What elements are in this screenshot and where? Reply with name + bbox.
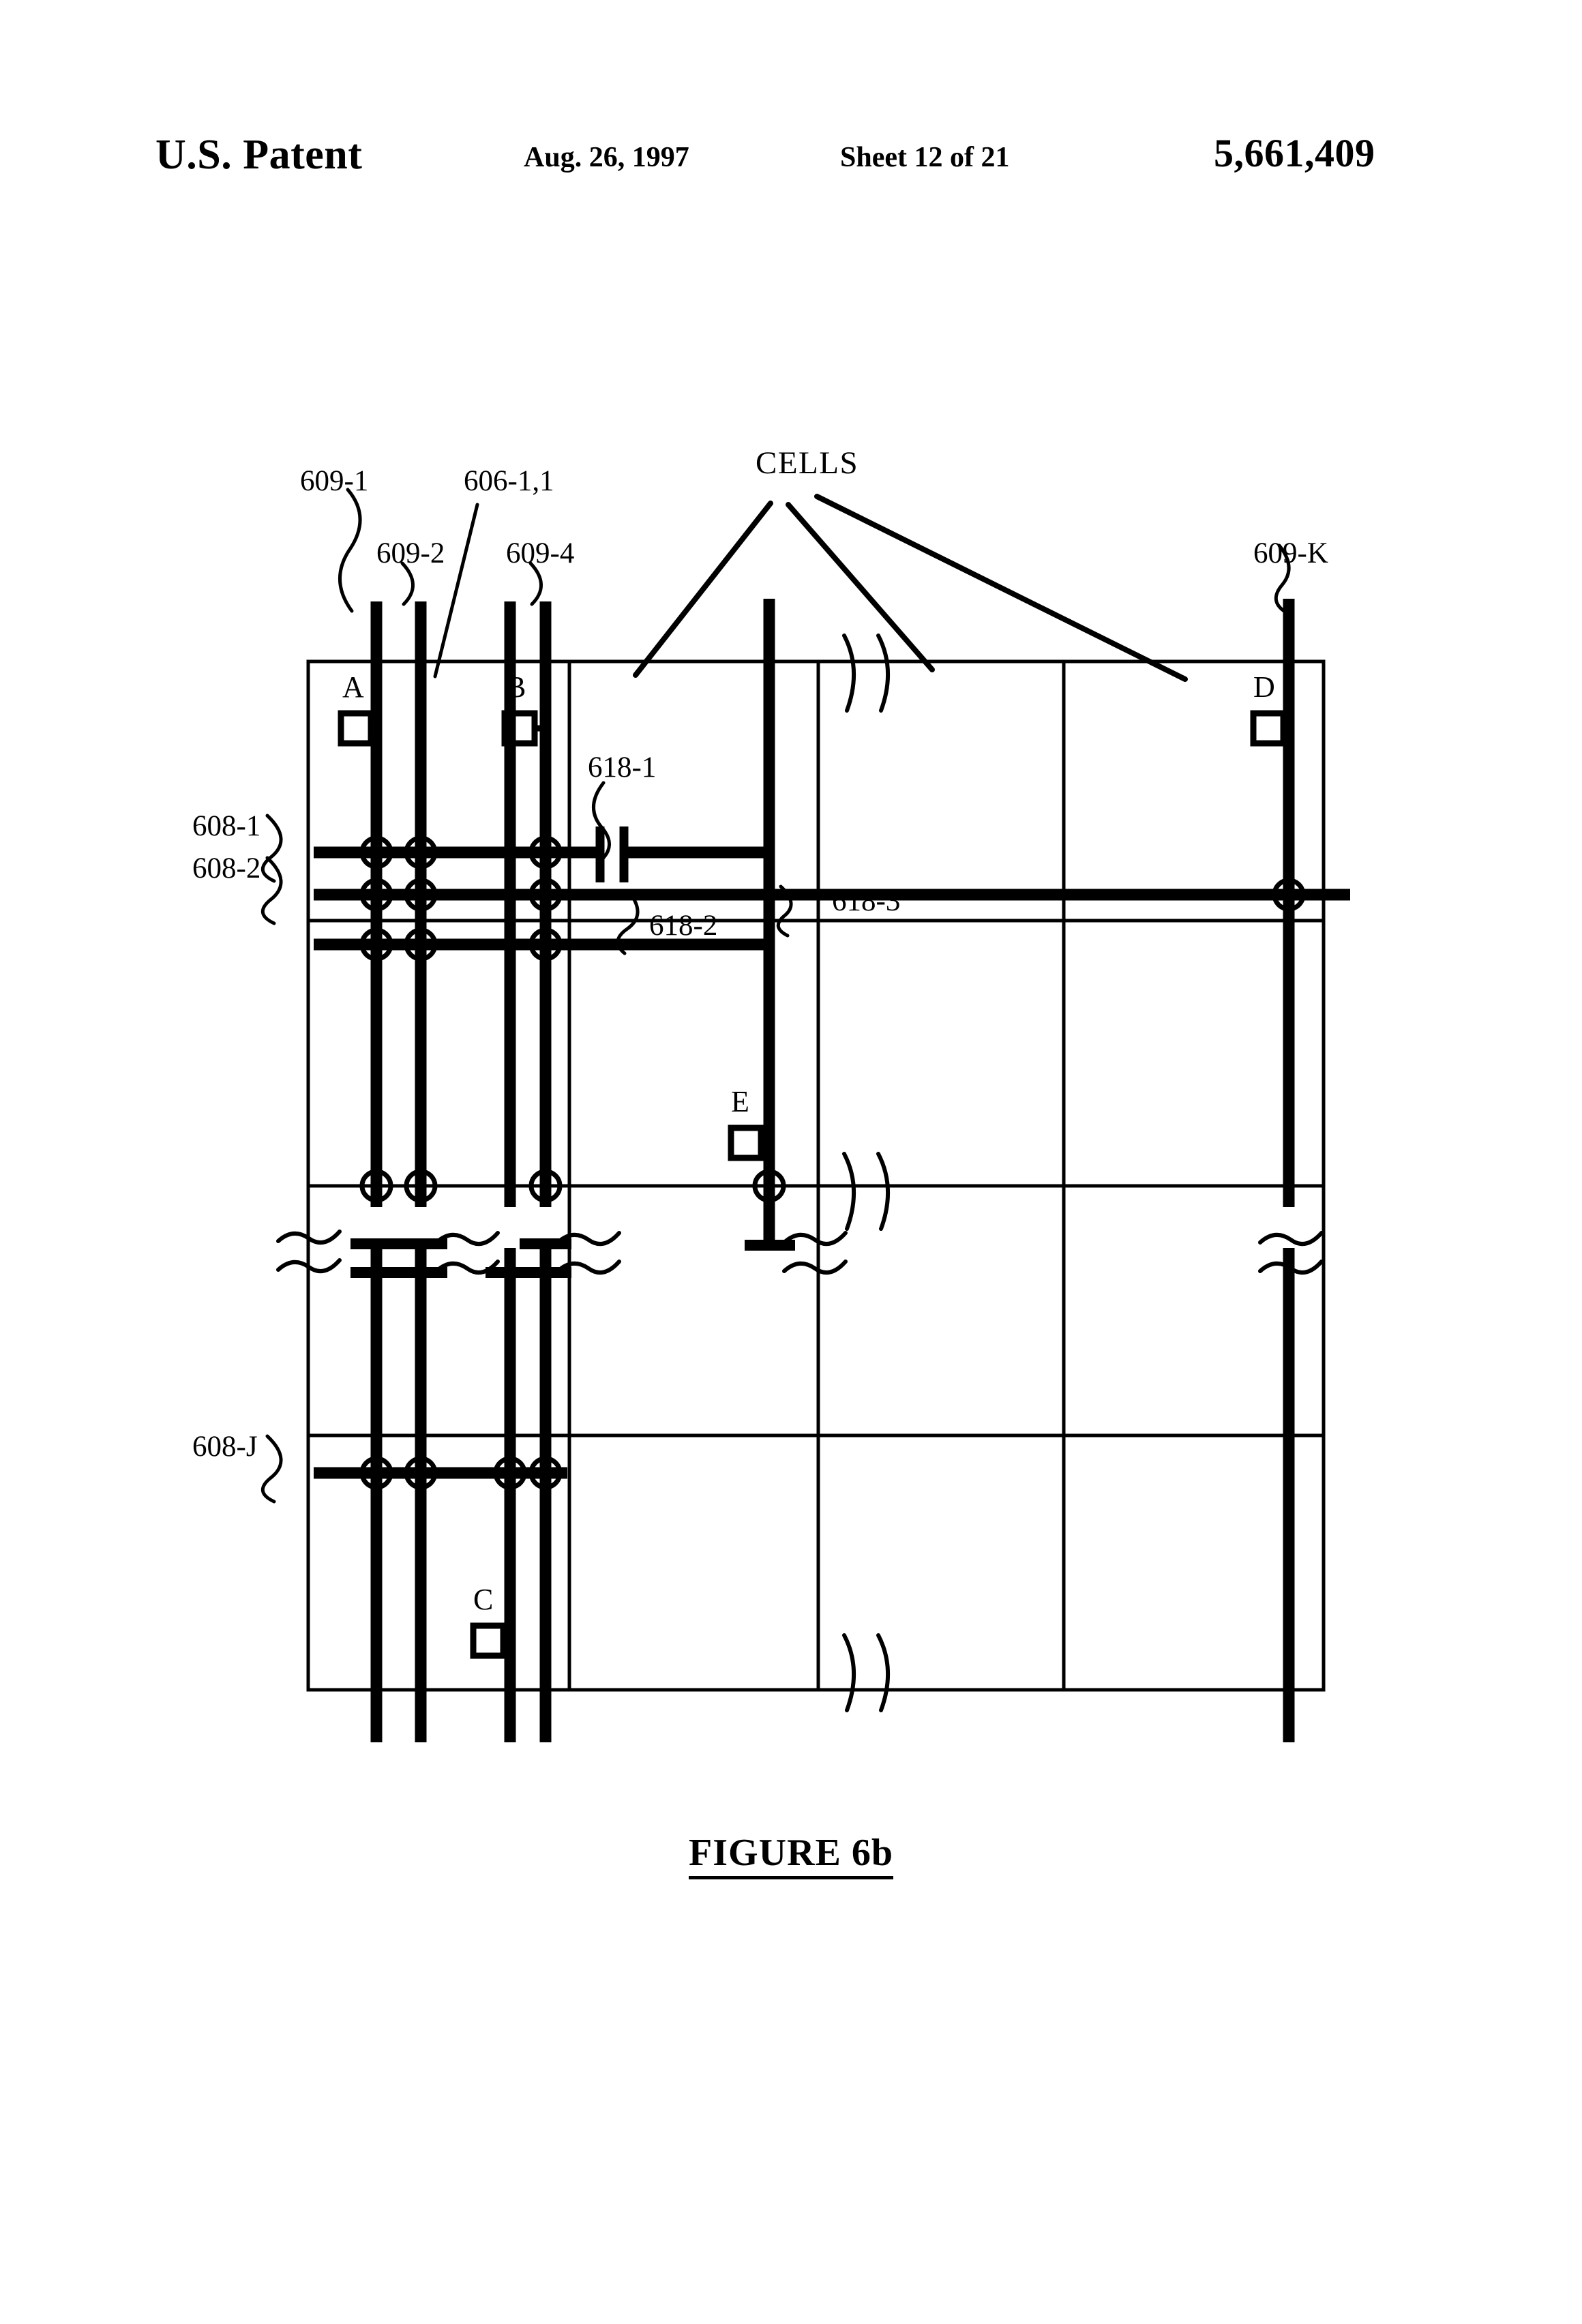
ref-label-618-2: 618-2	[649, 910, 718, 942]
break-squiggle	[276, 1230, 342, 1245]
break-squiggle	[434, 1231, 500, 1247]
contact	[359, 878, 393, 912]
ref-label-618-3: 618-3	[832, 885, 901, 917]
cell-marker-square-a	[338, 710, 374, 747]
contact	[404, 878, 438, 912]
cell-markers	[338, 710, 1294, 1659]
contact	[404, 1169, 438, 1203]
ref-label-608-2: 608-2	[192, 852, 261, 884]
cell-array-grid	[306, 659, 1326, 1692]
ref-label-606-1-1: 606-1,1	[464, 465, 554, 497]
contact	[359, 1169, 393, 1203]
break-paren	[876, 1633, 891, 1712]
cells-leader-right	[814, 494, 1188, 682]
bit-lines	[370, 599, 1295, 1742]
leader-608-1	[261, 814, 283, 883]
contact	[404, 835, 438, 869]
cells-leaders	[633, 494, 1188, 682]
break-paren	[842, 1152, 856, 1231]
sheet-number: Sheet 12 of 21	[840, 142, 1010, 173]
contact	[528, 1169, 563, 1203]
leader-618-2	[616, 891, 640, 955]
leader-618-1	[592, 781, 611, 863]
cells-leader-middle	[786, 502, 935, 672]
break-paren	[842, 1633, 856, 1712]
patent-header: U.S. Patent Aug. 26, 1997 Sheet 12 of 21…	[0, 134, 1582, 188]
patent-office-title: U.S. Patent	[155, 132, 363, 178]
break-squiggle	[556, 1231, 621, 1247]
cell-marker-label-d: D	[1253, 670, 1275, 704]
leader-618-3	[776, 884, 793, 938]
cell-marker-label-b: B	[506, 670, 526, 704]
cell-marker-square-e	[728, 1124, 764, 1161]
break-symbols	[276, 634, 1324, 1712]
cell-marker-square-c	[470, 1622, 507, 1659]
leader-lines	[261, 488, 1291, 1504]
word-lines	[314, 846, 1350, 1479]
contact-junctions	[359, 835, 1306, 1490]
contact	[528, 1456, 563, 1490]
figure-caption-text: FIGURE 6b	[689, 1832, 893, 1879]
ref-label-609-K: 609-K	[1253, 537, 1328, 569]
break-paren	[876, 1152, 891, 1231]
break-squiggle	[782, 1260, 848, 1275]
break-squiggle	[1258, 1260, 1324, 1275]
ref-label-608-1: 608-1	[192, 810, 261, 842]
contact	[359, 835, 393, 869]
break-squiggle	[782, 1231, 848, 1247]
cell-marker-label-c: C	[473, 1583, 494, 1616]
contact	[752, 1169, 786, 1203]
contact	[404, 927, 438, 962]
contact	[528, 835, 563, 869]
bitline-bottom-plates	[350, 1238, 795, 1278]
leader-608-2	[261, 856, 283, 925]
leader-609-1	[338, 488, 362, 613]
leader-609-2	[400, 561, 415, 606]
cell-marker-square-d	[1250, 710, 1287, 747]
ref-label-609-2: 609-2	[376, 537, 445, 569]
figure-caption: FIGURE 6b	[0, 1831, 1582, 1879]
leader-608-J	[261, 1434, 283, 1504]
ref-label-609-4: 609-4	[506, 537, 575, 569]
contact	[404, 1456, 438, 1490]
patent-date: Aug. 26, 1997	[524, 142, 689, 173]
cells-leader-left	[633, 501, 773, 678]
leader-606-1-1	[433, 503, 479, 679]
cells-label: CELLS	[756, 445, 859, 481]
contact	[359, 927, 393, 962]
contact	[1272, 878, 1306, 912]
break-paren	[876, 634, 891, 713]
ref-label-609-1: 609-1	[300, 465, 369, 497]
break-squiggle	[276, 1258, 342, 1274]
leader-609-4	[528, 561, 543, 606]
contact	[359, 1456, 393, 1490]
cell-marker-label-e: E	[731, 1085, 749, 1118]
ref-label-608-J: 608-J	[192, 1431, 258, 1463]
contact	[528, 878, 563, 912]
leader-609-K	[1274, 543, 1291, 614]
break-paren	[842, 634, 856, 713]
break-squiggle	[434, 1260, 500, 1275]
cell-marker-label-a: A	[342, 670, 364, 704]
ref-label-618-1: 618-1	[588, 751, 657, 784]
contact	[528, 927, 563, 962]
patent-number: 5,661,409	[1214, 131, 1375, 175]
break-squiggle	[1258, 1231, 1324, 1247]
break-squiggle	[556, 1260, 621, 1275]
contact	[493, 1456, 527, 1490]
capacitor-plates	[595, 826, 629, 882]
